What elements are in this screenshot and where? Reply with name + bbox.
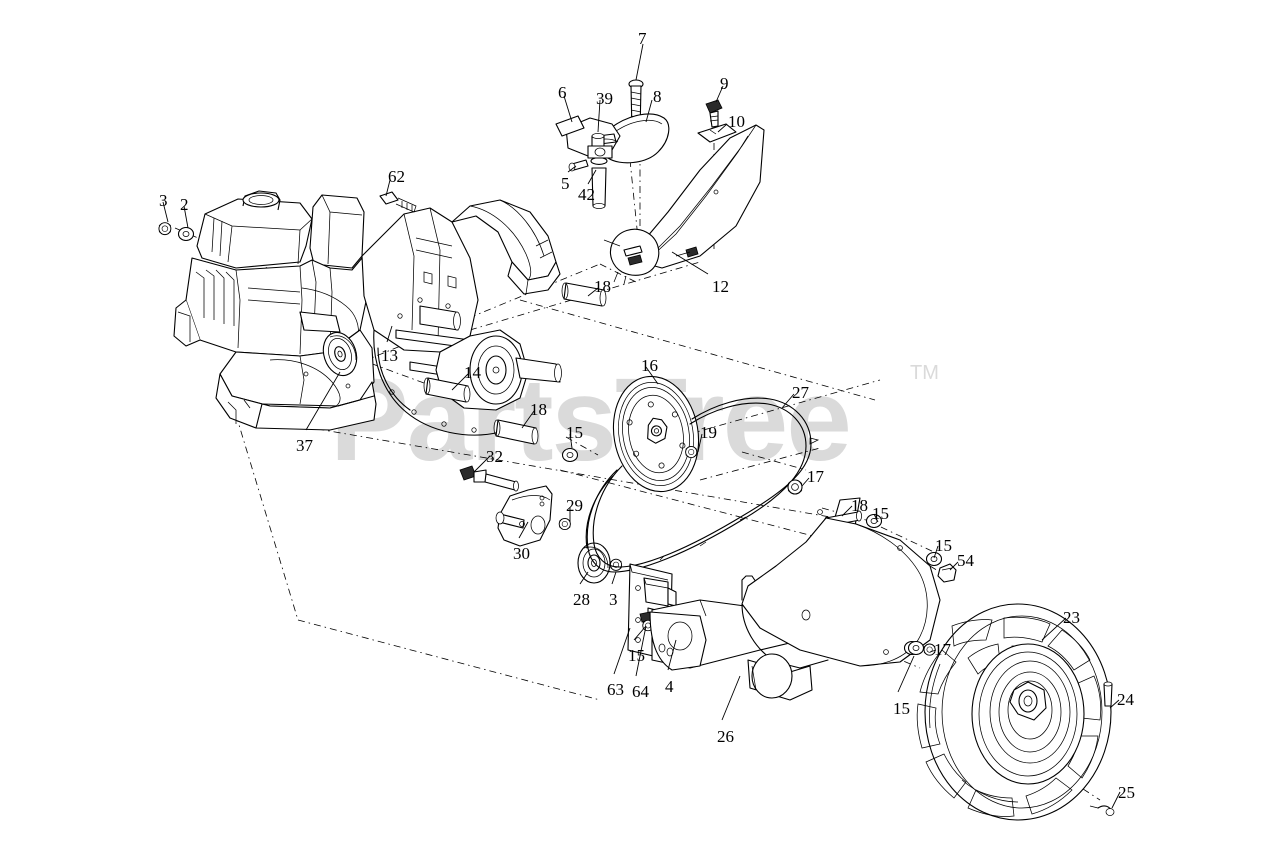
callout-spacer-tube[interactable]: 18 [851, 496, 868, 515]
callout-transmission-housing[interactable]: 13 [381, 346, 398, 365]
callout-handle-grip-lever[interactable]: 6 [558, 83, 567, 102]
callout-switch-bracket[interactable]: 64 [632, 682, 649, 701]
callout-flat-washer[interactable]: 15 [893, 699, 910, 718]
callout-hex-bolt[interactable]: 62 [388, 167, 405, 186]
callout-hex-nut[interactable]: 54 [957, 551, 974, 570]
callout-engine[interactable]: 37 [296, 436, 313, 455]
callout-tine-shield[interactable]: 12 [712, 277, 729, 296]
callout-frame-plate[interactable]: 4 [665, 677, 674, 696]
callout-flat-washer[interactable]: 2 [180, 195, 189, 214]
callout-spacer-tube[interactable]: 18 [594, 277, 611, 296]
callout-flat-washer[interactable]: 15 [628, 646, 645, 665]
callout-lock-nut[interactable]: 3 [609, 590, 618, 609]
callout-lock-nut[interactable]: 17 [807, 467, 824, 486]
callout-lock-nut[interactable]: 17 [934, 640, 951, 659]
callout-idler-pulley[interactable]: 28 [573, 590, 590, 609]
callout-spacer-tube-long[interactable]: 14 [464, 363, 481, 382]
callout-valve-stem[interactable]: 24 [1117, 690, 1134, 709]
callout-hex-nut[interactable]: 19 [700, 423, 717, 442]
callout-flat-washer[interactable]: 15 [566, 423, 583, 442]
callout-mounting-plate[interactable]: 63 [607, 680, 624, 699]
callout-drive-pulley[interactable]: 16 [641, 356, 658, 375]
callout-knob-screw[interactable]: 9 [720, 74, 729, 93]
callout-carriage-bolt[interactable]: 7 [638, 29, 647, 48]
callout-clevis-pin[interactable]: 5 [561, 174, 570, 193]
callout-wheel-and-tire[interactable]: 23 [1063, 608, 1080, 627]
callout-washer[interactable]: 42 [578, 185, 595, 204]
watermark-trademark-icon: TM [910, 362, 939, 384]
callout-flat-washer[interactable]: 15 [872, 504, 889, 523]
callout-depth-stake-bracket[interactable]: 8 [653, 87, 662, 106]
callout-shield-mount-tab[interactable]: 10 [728, 112, 745, 131]
callout-cotter-pin[interactable]: 25 [1118, 783, 1135, 802]
callout-spacer-bushing[interactable]: 39 [596, 89, 613, 108]
callout-clevis-rod[interactable]: 32 [486, 447, 503, 466]
callout-spacer-tube[interactable]: 18 [530, 400, 547, 419]
callout-lock-nut[interactable]: 3 [159, 191, 168, 210]
callout-belt-cover[interactable]: 26 [717, 727, 734, 746]
callout-flat-washer[interactable]: 15 [935, 536, 952, 555]
callout-idler-bracket[interactable]: 30 [513, 544, 530, 563]
callout-v-belt[interactable]: 27 [792, 383, 809, 402]
callout-lock-nut[interactable]: 29 [566, 496, 583, 515]
